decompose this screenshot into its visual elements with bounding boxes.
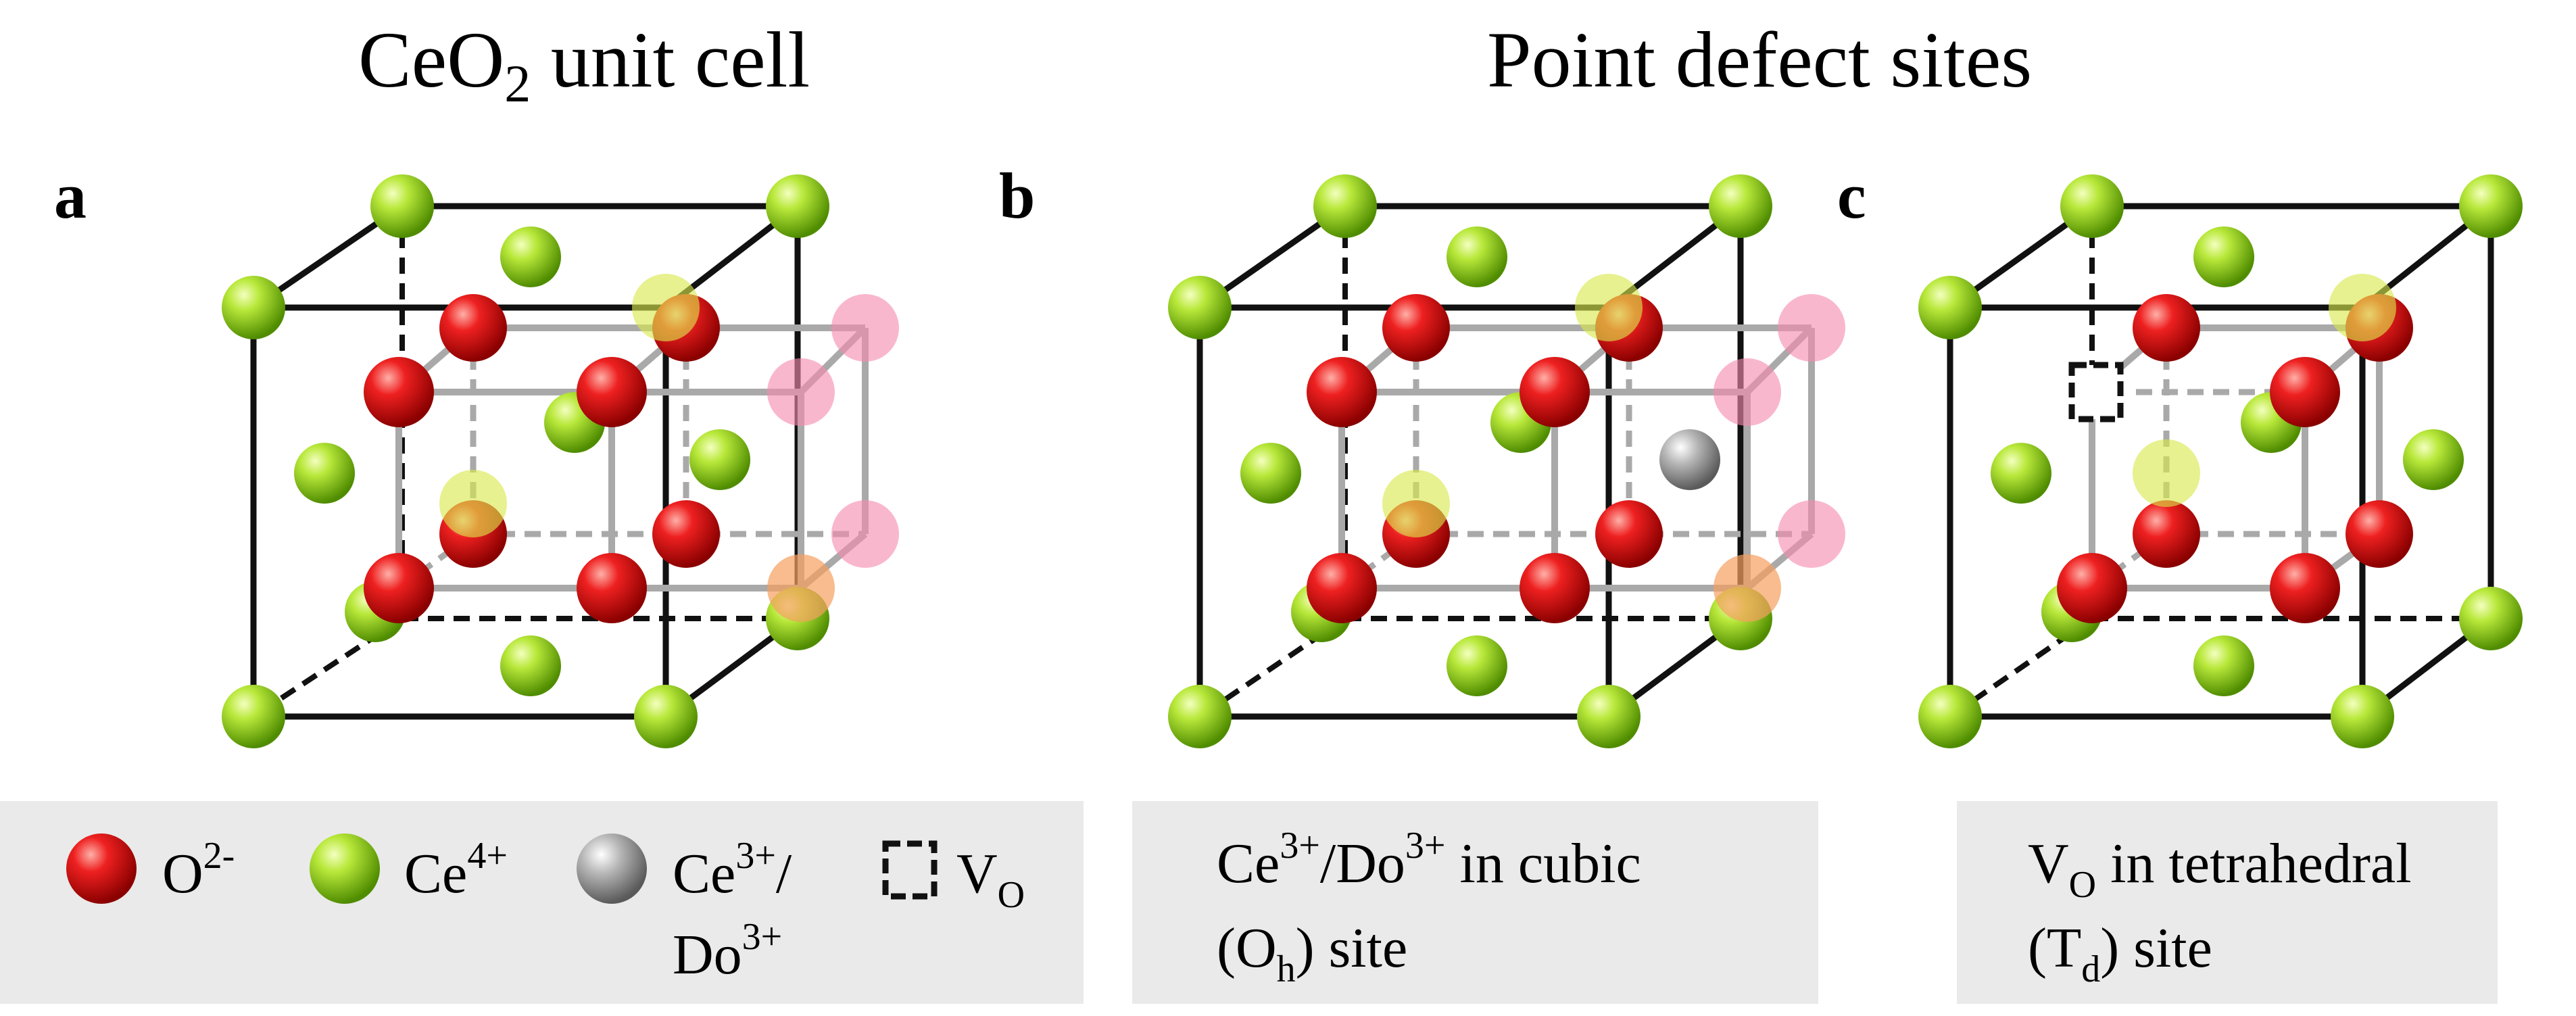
legend-o2-label: O2- <box>162 835 235 905</box>
legend-ce4-icon <box>310 833 380 904</box>
yellow-site-marker <box>1382 470 1450 537</box>
ce4-atom <box>1577 685 1641 748</box>
o2-atom <box>2133 500 2200 568</box>
legend: O2- Ce4+ Ce3+/ Do3+ VO <box>66 833 1025 986</box>
ce4-atom <box>222 685 285 748</box>
ce4-atom <box>1168 276 1232 339</box>
yellow-site-marker <box>1575 274 1643 341</box>
pink-site-marker <box>1778 294 1845 362</box>
o2-atom <box>1520 553 1590 623</box>
yellow-site-marker <box>439 470 507 537</box>
caption-c-line1: VO in tetrahedral <box>2028 832 2412 906</box>
ce4-atom <box>1447 635 1507 696</box>
ce4-atom <box>2060 174 2124 238</box>
o2-atom <box>1307 357 1377 427</box>
yellow-site-marker <box>2329 274 2396 341</box>
panel-label-b: b <box>999 160 1035 232</box>
ce4-atom <box>222 276 285 339</box>
o2-atom <box>2057 553 2127 623</box>
o2-atom <box>1520 357 1590 427</box>
ce4-atom <box>1918 276 1982 339</box>
ce4-atoms <box>1918 174 2523 748</box>
ce4-atom <box>689 429 750 490</box>
ce4-atom <box>500 635 561 696</box>
yellow-site-marker <box>2133 439 2200 507</box>
ce4-atom <box>1447 226 1507 287</box>
caption-box-c <box>1957 801 2498 1004</box>
panel-b-cubic-site <box>1168 174 1845 748</box>
o2-atom <box>2270 553 2340 623</box>
o2-atom <box>577 357 647 427</box>
caption-b-line2: (Oh) site <box>1217 917 1407 990</box>
legend-box <box>0 801 1084 1004</box>
oxygen-vacancy-marker <box>2068 362 2124 422</box>
ce4-atom <box>2403 429 2464 490</box>
legend-o2-icon <box>66 833 137 904</box>
yellow-site-marker <box>632 274 700 341</box>
pink-site-marker <box>1778 500 1845 568</box>
ce4-atom <box>766 174 829 238</box>
o2-atom <box>364 357 434 427</box>
ce4-atom <box>1709 174 1772 238</box>
site-highlights <box>439 274 899 622</box>
ce4-atom <box>1991 443 2051 504</box>
ce4-atom <box>2459 174 2523 238</box>
o2-atom <box>1595 500 1663 568</box>
caption-c-line2: (Td) site <box>2028 917 2212 990</box>
panel-c-tetrahedral-site <box>1918 174 2523 748</box>
legend-do3-label: Do3+ <box>673 916 782 986</box>
o2-atom <box>1307 553 1377 623</box>
o2-atom <box>1382 294 1450 362</box>
o2-atom <box>364 553 434 623</box>
o2-atom <box>2270 357 2340 427</box>
ce4-atom <box>1240 443 1301 504</box>
pink-site-marker <box>831 500 899 568</box>
pink-site-marker <box>1714 554 1781 622</box>
ce4-atom <box>2331 685 2394 748</box>
pink-site-marker <box>767 554 835 622</box>
ce4-atom <box>294 443 355 504</box>
legend-vacancy-icon <box>882 840 938 900</box>
ce4-atom <box>370 174 434 238</box>
panel-label-a: a <box>54 160 87 232</box>
legend-ce3-label: Ce3+/ <box>673 835 792 905</box>
legend-ce4-label: Ce4+ <box>404 835 508 905</box>
o2-atom <box>652 500 720 568</box>
caption-b-line1: Ce3+/Do3+ in cubic <box>1217 825 1641 895</box>
o2-atoms <box>364 294 720 623</box>
o2-atom <box>2133 294 2200 362</box>
pink-site-marker <box>831 294 899 362</box>
legend-ce3-do3-icon <box>577 833 647 904</box>
ce4-atom <box>1168 685 1232 748</box>
site-highlights <box>2133 274 2396 507</box>
legend-vo-label: VO <box>956 842 1025 916</box>
inner-cube-edges <box>2089 324 2383 591</box>
site-highlights <box>1382 274 1845 622</box>
ce3-do3-atom-cubic-site <box>1659 429 1720 490</box>
o2-atom <box>577 553 647 623</box>
title-point-defect-sites: Point defect sites <box>1487 16 2032 104</box>
ce4-atom <box>2193 635 2254 696</box>
ce4-atom <box>634 685 698 748</box>
ce4-atom <box>2193 226 2254 287</box>
ce4-atom <box>500 226 561 287</box>
pink-site-marker <box>1714 358 1781 426</box>
caption-box-b <box>1132 801 1818 1004</box>
title-ceo2-unit-cell: CeO2 unit cell <box>358 16 810 113</box>
o2-atom <box>439 294 507 362</box>
panel-label-c: c <box>1837 160 1866 232</box>
ce4-atom <box>1313 174 1377 238</box>
ce4-atom <box>2459 587 2523 650</box>
ce4-atom <box>1918 685 1982 748</box>
pink-site-marker <box>767 358 835 426</box>
panel-a-unit-cell <box>222 174 899 748</box>
o2-atom <box>2346 500 2413 568</box>
